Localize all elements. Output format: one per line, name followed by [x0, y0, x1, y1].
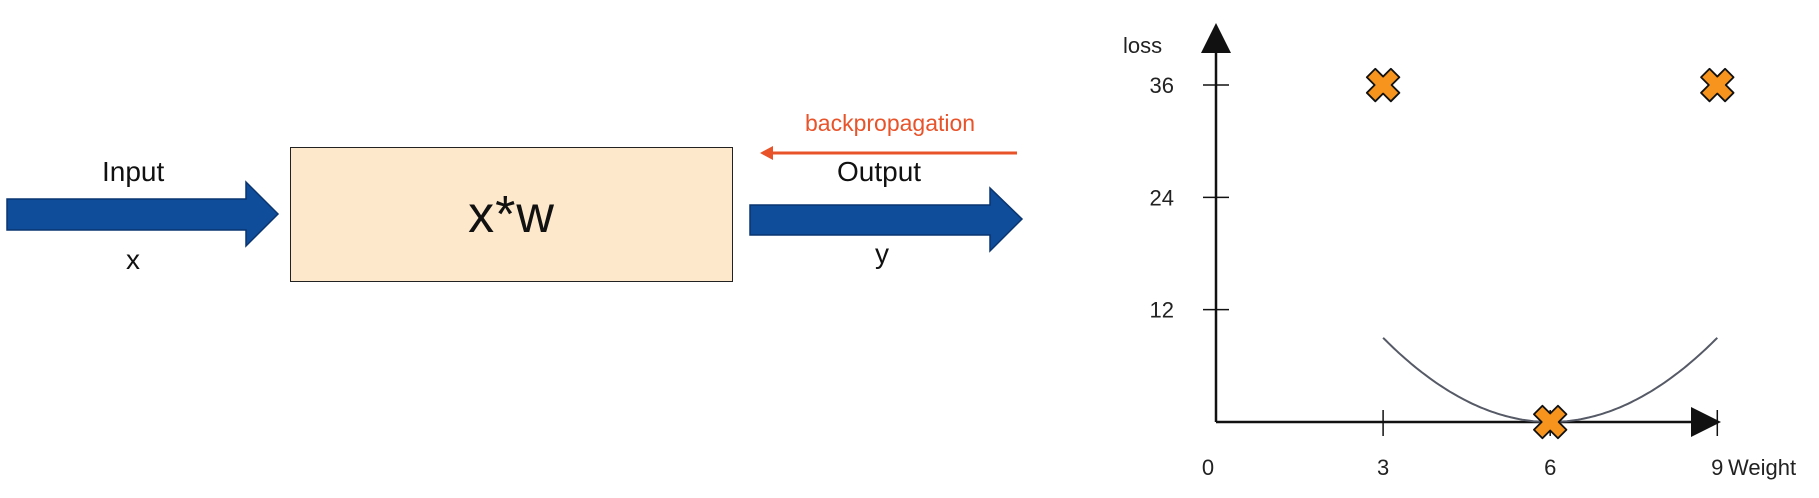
output-label: Output [837, 156, 922, 187]
input-label: Input [102, 156, 165, 187]
x-axis-label: Weight [1728, 455, 1796, 480]
process-box: x*w [290, 147, 733, 282]
loss-point-marker [1700, 67, 1735, 103]
x-tick-label: 6 [1544, 455, 1556, 480]
backprop-arrow-head [760, 146, 773, 160]
output-variable: y [875, 238, 889, 269]
y-tick-label: 24 [1150, 185, 1174, 210]
input-arrow [6, 180, 280, 248]
y-ticks: 12 24 36 [1150, 73, 1229, 323]
x-tick-label: 9 [1711, 455, 1723, 480]
process-expression: x*w [468, 185, 555, 244]
y-tick-label: 12 [1150, 298, 1174, 323]
input-variable: x [126, 244, 140, 275]
y-tick-label: 36 [1150, 73, 1174, 98]
loss-curve [1382, 337, 1718, 423]
loss-point-marker [1365, 67, 1401, 103]
loss-point-marker [1533, 404, 1568, 440]
y-axis-label: loss [1123, 33, 1162, 58]
x-tick-label: 3 [1377, 455, 1389, 480]
x-tick-label: 0 [1202, 455, 1214, 480]
loss-points [1365, 67, 1735, 440]
x-ticks: 0 3 6 9 [1202, 410, 1723, 480]
backpropagation-label: backpropagation [805, 110, 976, 136]
output-arrow [749, 186, 1024, 253]
